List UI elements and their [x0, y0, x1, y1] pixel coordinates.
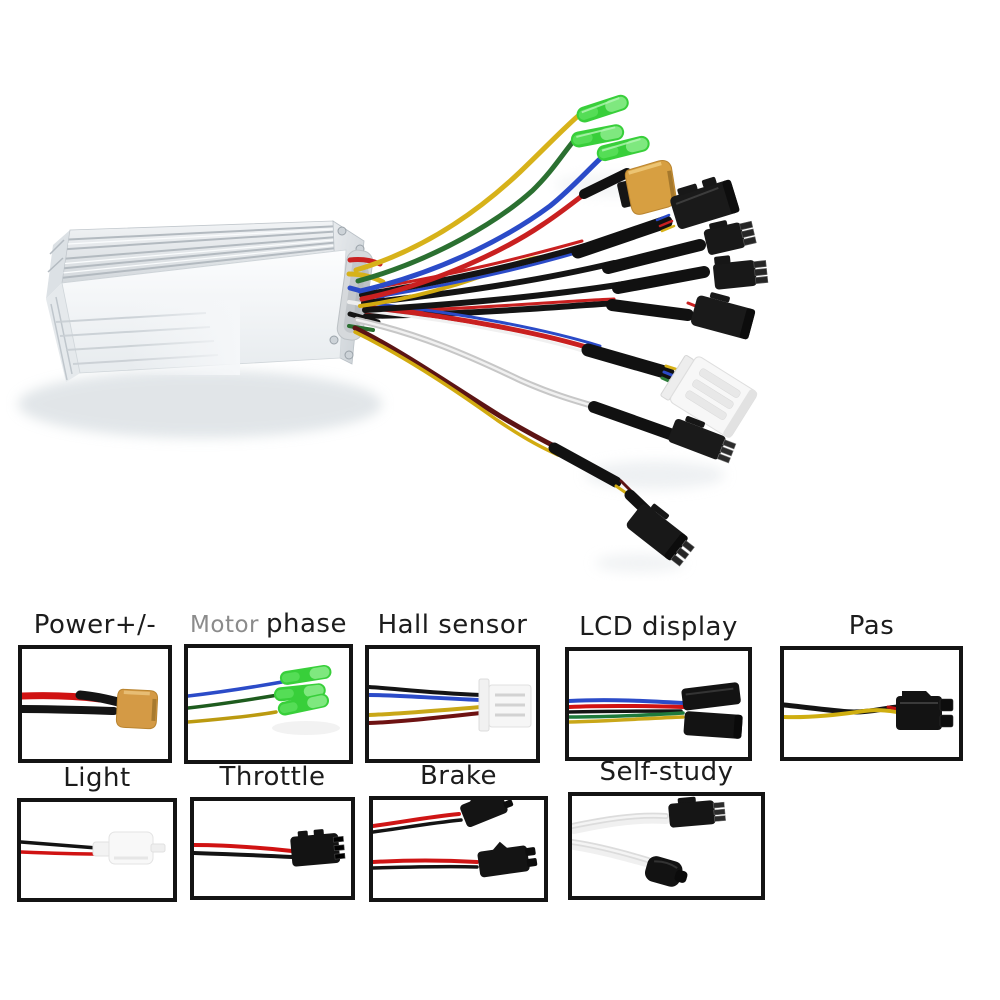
throttle-connector-illustration: [194, 829, 346, 867]
sm-connector: [681, 682, 741, 711]
section-label: Pas: [750, 611, 993, 646]
section-self-study: Self-study: [568, 757, 765, 900]
label-text: Pas: [848, 611, 895, 641]
xt60-connector: [115, 688, 159, 730]
section-light: Light: [17, 763, 177, 902]
connector-frame: [565, 647, 752, 761]
section-label: Power+/-: [0, 610, 202, 645]
sm-connector: [668, 416, 737, 464]
phase-wires: [353, 113, 605, 294]
controller-photo: [18, 91, 769, 572]
light-connector-illustration: [21, 831, 166, 865]
connector-frame: [18, 645, 172, 763]
section-label: Motor phase: [154, 609, 383, 644]
section-label: Self-study: [538, 757, 795, 792]
self-study-connector-illustration: [572, 796, 726, 887]
hall-connector-illustration: [369, 678, 532, 732]
section-throttle: Throttle: [190, 762, 355, 900]
label-text: LCD display: [579, 612, 738, 642]
hall-connector: [660, 355, 758, 438]
connector-frame: [369, 796, 548, 902]
sm-connector: [460, 800, 514, 828]
end-cap-screws: [329, 226, 365, 360]
label-text: Hall sensor: [377, 610, 528, 640]
controller-box: [46, 220, 374, 382]
sm-connector: [683, 711, 743, 739]
section-hall-sensor: Hall sensor: [365, 610, 540, 763]
xt60-connector: [617, 160, 677, 215]
section-label: Light: [0, 763, 207, 798]
bullet-connector: [278, 663, 333, 686]
sm-connector: [713, 255, 769, 290]
label-text: Self-study: [599, 757, 734, 787]
section-label: Brake: [339, 761, 578, 796]
section-label: LCD display: [535, 612, 782, 647]
section-label: Throttle: [160, 762, 385, 797]
pas-connector-illustration: [784, 691, 954, 730]
hall-cable: [362, 301, 690, 389]
section-lcd-display: LCD display: [565, 612, 752, 761]
white-connector: [478, 678, 532, 732]
connector-frame: [17, 798, 177, 902]
label-text: Brake: [419, 761, 498, 791]
connector-frame: [568, 792, 765, 900]
heatsink-fins: [62, 225, 345, 279]
label-text: Throttle: [219, 762, 326, 792]
sm-connector: [670, 176, 740, 230]
harness-connectors: [568, 91, 769, 567]
connector-frame: [190, 797, 355, 900]
sm-connector: [690, 292, 756, 340]
label-text: Light: [63, 763, 131, 793]
lcd-connector-illustration: [569, 682, 743, 739]
sm-connector: [644, 856, 688, 887]
connector-frame: [780, 646, 963, 761]
section-pas: Pas: [780, 611, 963, 761]
label-text: Power+/-: [33, 610, 157, 640]
brake-connector-illustration: [373, 800, 538, 878]
power-connector-illustration: [22, 688, 159, 730]
label-text: phase: [266, 609, 347, 639]
sm-connector: [290, 829, 346, 867]
section-power: Power+/-: [18, 610, 172, 763]
controller-left-end: [46, 230, 70, 299]
wire-harness: [346, 113, 710, 524]
sm-connector: [896, 691, 954, 730]
connector-frame: [184, 644, 353, 764]
connector-frame: [365, 645, 540, 763]
sm-connector: [668, 796, 726, 828]
label-prefix: Motor: [190, 612, 259, 638]
section-motor-phase: Motor phase: [184, 609, 353, 764]
motor-phase-illustration: [188, 663, 340, 735]
section-label: Hall sensor: [335, 610, 570, 645]
power-cable: [359, 168, 632, 302]
section-brake: Brake: [369, 761, 548, 902]
sm-connector: [626, 503, 695, 567]
sm-connector: [477, 841, 538, 878]
sm-connector: [703, 220, 757, 255]
bullet-connector: [573, 91, 632, 126]
silver-cable: [353, 316, 676, 440]
white-connector: [92, 831, 166, 865]
